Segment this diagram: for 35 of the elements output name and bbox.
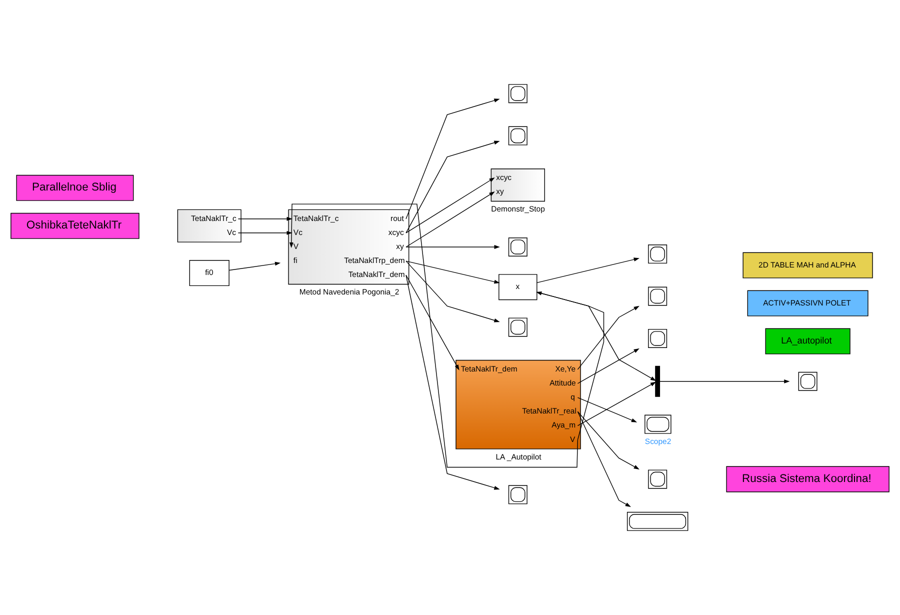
arrow	[577, 411, 631, 508]
arrow	[406, 98, 500, 220]
node-box: x	[498, 274, 538, 300]
arrow	[406, 140, 500, 234]
arrow	[577, 306, 640, 370]
arrow	[536, 292, 656, 381]
arrow	[577, 411, 640, 470]
node-label: Scope2	[644, 436, 672, 446]
arrow	[406, 260, 500, 284]
arrow	[577, 348, 640, 384]
arrow	[406, 192, 495, 248]
node-label: Demonstr_Stop	[491, 204, 545, 214]
node-box: fi0	[189, 260, 230, 286]
arrow	[536, 258, 640, 284]
arrow	[660, 379, 790, 384]
arrow	[536, 292, 604, 440]
node-box: ACTIV+PASSIVN POLET	[747, 290, 868, 316]
node-box: OshibkaTeteNaklTr	[10, 212, 140, 239]
arrow	[238, 216, 292, 221]
arrow	[406, 274, 500, 490]
arrow	[406, 245, 500, 249]
arrow	[228, 262, 281, 271]
arrow	[406, 260, 500, 322]
arrow	[577, 397, 638, 422]
arrow	[289, 204, 578, 468]
node-box: Parallelnoe Sblig	[16, 174, 134, 201]
node-box: Russia Sistema Koordina!	[726, 466, 890, 492]
node-label: Metod Navedenia Pogonia_2	[299, 288, 400, 297]
arrow	[577, 382, 656, 426]
node-bar	[655, 366, 660, 397]
node-box: 2D TABLE MAH and ALPHA	[742, 252, 873, 278]
arrow	[406, 274, 460, 370]
arrow	[406, 177, 495, 234]
node-box: LA_autopilot	[765, 328, 850, 354]
node-label: LA _Autopilot	[496, 452, 542, 462]
